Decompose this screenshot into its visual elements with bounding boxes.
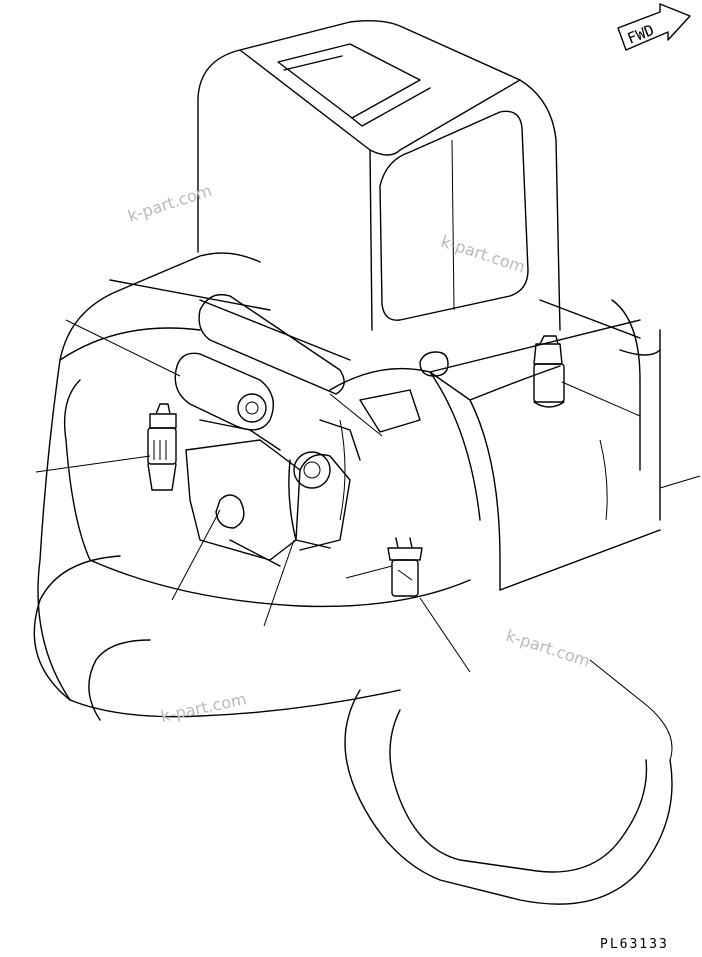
leader-lines (35, 319, 641, 673)
engine (174, 293, 361, 567)
cab (197, 19, 561, 331)
watermark-4: k-part.com (159, 689, 248, 726)
watermarks: k-part.com k-part.com k-part.com k-part.… (125, 181, 592, 726)
upper-deck (329, 299, 701, 591)
watermark-1: k-part.com (125, 181, 214, 226)
watermark-3: k-part.com (504, 626, 593, 671)
track-front (33, 555, 673, 905)
filter-left (147, 403, 177, 491)
filter-center (387, 537, 423, 597)
drawing-code: PL63133 (600, 937, 669, 952)
counterweight (37, 252, 471, 718)
fwd-label: FWD (625, 21, 657, 48)
fwd-arrow: FWD (617, 3, 691, 51)
watermark-2: k-part.com (439, 232, 528, 277)
filter-right (533, 335, 565, 408)
